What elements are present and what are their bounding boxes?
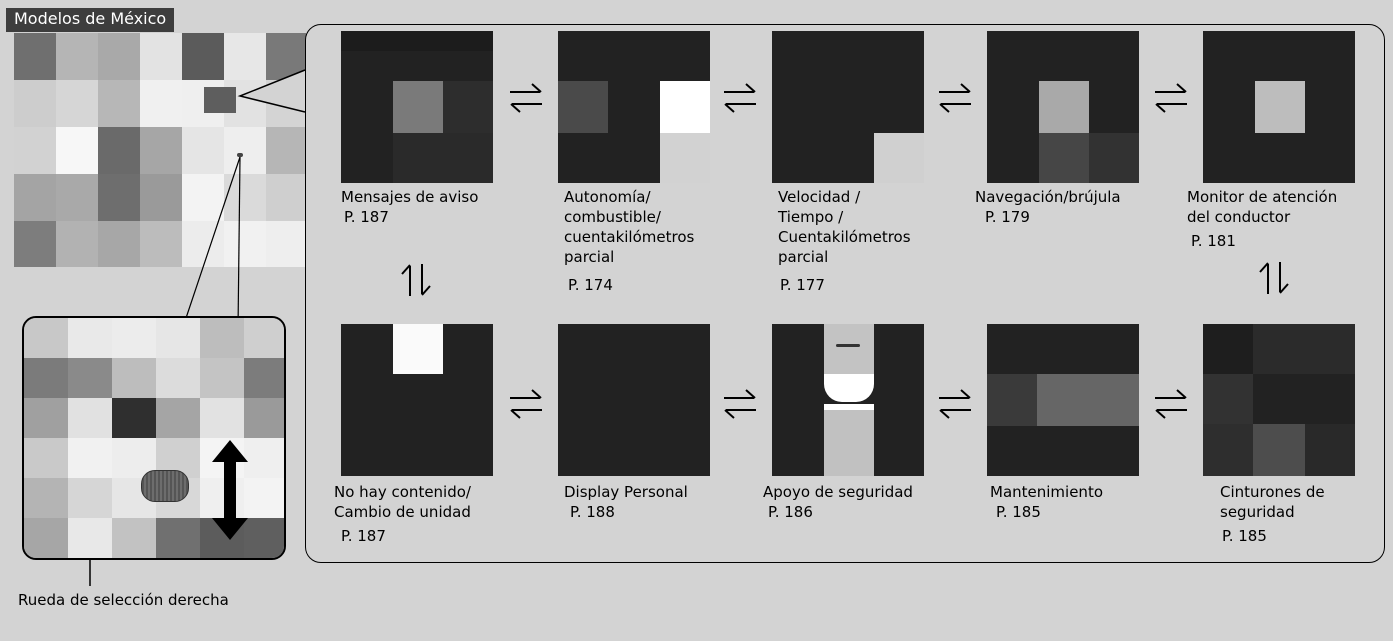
label-speed-time-trip: Velocidad / Tiempo / Cuentakilómetros pa… [778, 188, 911, 266]
screen-seat-belts [1203, 324, 1355, 476]
page-ref-warning: P. 187 [344, 208, 389, 226]
up-down-arrow-icon [212, 440, 248, 540]
dashboard-overview-image [14, 33, 306, 267]
page-ref-nav: P. 179 [985, 208, 1030, 226]
label-warning-messages: Mensajes de aviso [341, 188, 479, 206]
page-ref-belts: P. 185 [1222, 527, 1267, 545]
label-safety-support: Apoyo de seguridad [763, 483, 913, 501]
screen-warning-messages [341, 31, 493, 183]
steering-wheel-zoom [22, 316, 286, 560]
region-badge: Modelos de México [6, 8, 175, 32]
page-ref-no-content: P. 187 [341, 527, 386, 545]
label-maintenance: Mantenimiento [990, 483, 1103, 501]
right-selector-wheel-icon [141, 470, 189, 502]
screen-personal-display [558, 324, 710, 476]
screen-no-content-unit-change [341, 324, 493, 476]
label-personal-display: Display Personal [564, 483, 688, 501]
page-ref-maintenance: P. 185 [996, 503, 1041, 521]
screen-driver-attention-monitor [1203, 31, 1355, 183]
page-ref-safety: P. 186 [768, 503, 813, 521]
label-no-content: No hay contenido/ Cambio de unidad [334, 483, 471, 521]
page-ref-driver: P. 181 [1191, 232, 1236, 250]
label-seat-belts: Cinturones de seguridad [1220, 483, 1325, 521]
selector-wheel-label: Rueda de selección derecha [18, 591, 229, 609]
label-range-fuel-trip: Autonomía/ combustible/ cuentakilómetros… [564, 188, 695, 266]
screen-maintenance [987, 324, 1139, 476]
page-ref-personal: P. 188 [570, 503, 615, 521]
screen-speed-time-trip [772, 31, 924, 183]
screen-safety-support [772, 324, 924, 476]
screen-navigation-compass [987, 31, 1139, 183]
page-ref-range: P. 174 [568, 276, 613, 294]
label-driver-attention: Monitor de atención del conductor [1187, 188, 1338, 226]
page-ref-speed: P. 177 [780, 276, 825, 294]
screen-range-fuel-trip [558, 31, 710, 183]
label-navigation-compass: Navegación/brújula [975, 188, 1121, 206]
